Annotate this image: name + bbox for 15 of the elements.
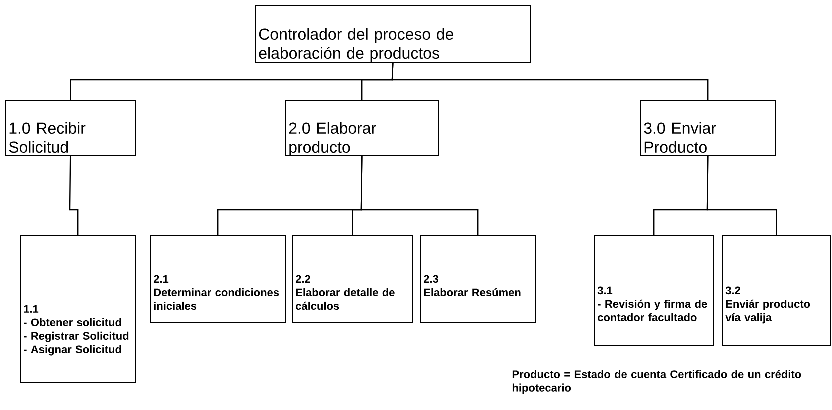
task-box: 2.1 Determinar condiciones iniciales <box>150 235 286 324</box>
connector-line <box>706 156 778 235</box>
task-box: 3.1 - Revisión y firma de contador facultado <box>594 235 714 346</box>
task-box: 3.2 Enviár producto vía valija <box>722 235 832 346</box>
connector-line <box>69 156 79 235</box>
connector-line <box>360 156 479 235</box>
connector-line <box>392 63 709 100</box>
process-box: 1.0 Recibir Solicitud <box>5 100 136 156</box>
note: Producto = Estado de cuenta Certificado de un crédito hipotecario <box>512 370 802 394</box>
task-box: 2.3 Elaborar Resúmen <box>420 235 536 324</box>
task-box: 1.1 - Obtener solicitud - Registrar Solicitud - Asignar Solicitud <box>20 235 136 384</box>
process-box: 2.0 Elaborar producto <box>285 100 440 156</box>
process-box: 3.0 Enviar Producto <box>640 100 776 156</box>
task-box: 2.2 Elaborar detalle de cálculos <box>292 235 414 324</box>
root-box: Controlador del proceso de elaboración de productos <box>255 5 532 64</box>
